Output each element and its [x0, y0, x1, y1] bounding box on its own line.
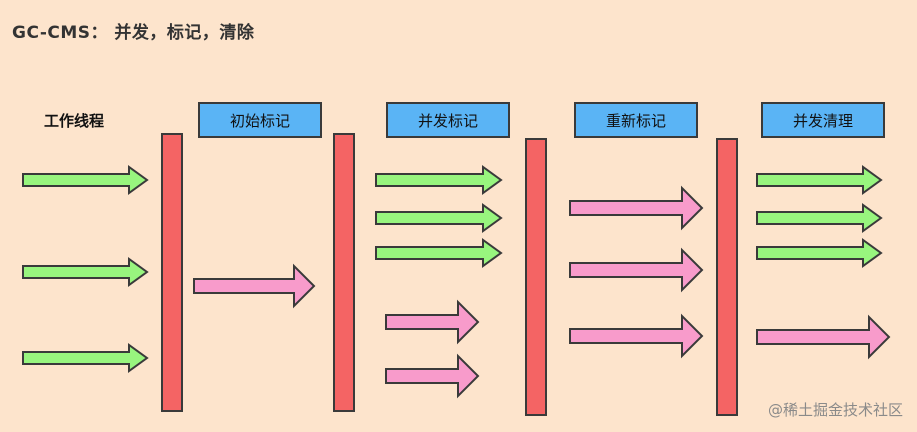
gc-arrow-s4-2	[569, 247, 704, 293]
barrier-4	[716, 138, 738, 416]
gc-arrow-s4-3	[569, 313, 704, 359]
thread-arrow-s3-1	[375, 165, 503, 195]
phase-remark: 重新标记	[574, 102, 698, 138]
gc-arrow-s2-1	[193, 263, 316, 309]
thread-arrow-s1-3	[22, 343, 149, 373]
diagram-title: GC-CMS： 并发，标记，清除	[12, 23, 255, 43]
gc-arrow-s3-1	[385, 299, 480, 345]
gc-arrow-s4-1	[569, 185, 704, 231]
thread-arrow-s3-2	[375, 203, 503, 233]
thread-arrow-s5-2	[756, 203, 883, 233]
watermark: @稀土掘金技术社区	[767, 401, 903, 419]
thread-arrow-s1-1	[22, 165, 149, 195]
gc-arrow-s5-1	[756, 314, 891, 360]
thread-arrow-s5-3	[756, 238, 883, 268]
phase-concurrent-mark: 并发标记	[386, 102, 510, 138]
thread-arrow-s3-3	[375, 238, 503, 268]
barrier-2	[333, 133, 355, 412]
thread-arrow-s1-2	[22, 257, 149, 287]
barrier-1	[161, 133, 183, 412]
barrier-3	[525, 138, 547, 416]
gc-arrow-s3-2	[385, 353, 480, 399]
phase-concurrent-sweep: 并发清理	[761, 102, 885, 138]
worker-thread-label: 工作线程	[44, 112, 105, 130]
phase-initial-mark: 初始标记	[198, 102, 322, 138]
thread-arrow-s5-1	[756, 165, 883, 195]
